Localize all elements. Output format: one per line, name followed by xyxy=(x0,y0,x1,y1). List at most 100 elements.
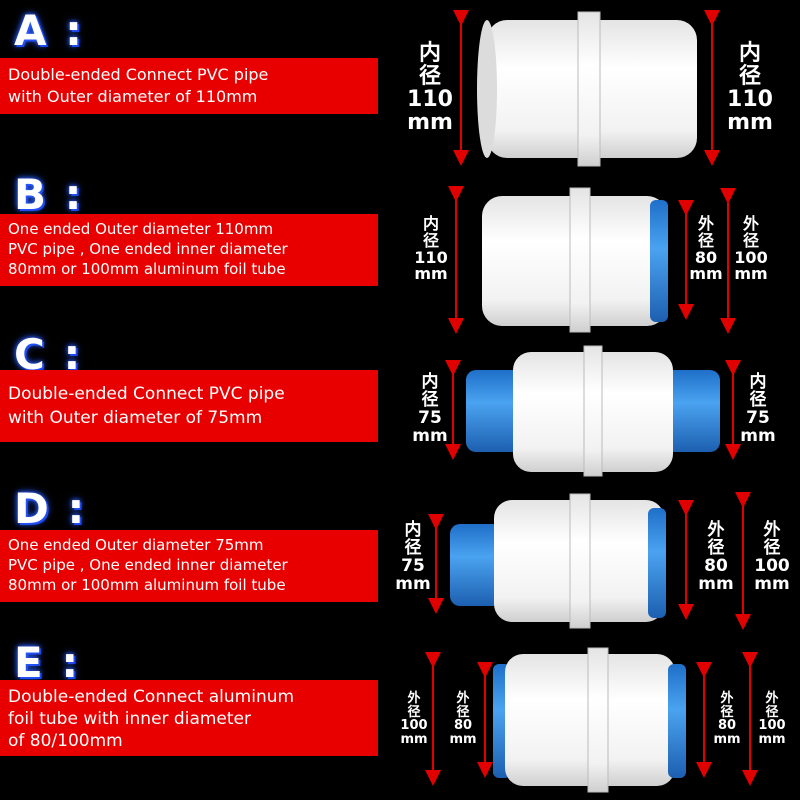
section-a-left-dimension: 内 径 110 mm xyxy=(404,42,456,134)
dim-value: 100 xyxy=(758,718,786,734)
dim-value: 110 xyxy=(727,87,773,113)
dim-char: 外 xyxy=(763,520,781,540)
section-b-line-1: One ended Outer diameter 110mm xyxy=(8,220,274,238)
dim-char: 径 xyxy=(763,537,781,558)
section-c-line-2: with Outer diameter of 75mm xyxy=(8,408,263,428)
dim-char: 径 xyxy=(697,230,714,250)
dim-char: 径 xyxy=(422,230,439,250)
dim-char: 内 xyxy=(404,520,422,540)
pipe-a xyxy=(477,11,697,167)
dim-char: 外 xyxy=(697,214,714,233)
arrows-a xyxy=(453,10,720,166)
dim-value: 100 xyxy=(754,555,790,576)
dim-unit: mm xyxy=(727,110,773,136)
dim-char: 外 xyxy=(742,214,759,233)
section-e-label: E : xyxy=(14,638,81,687)
dim-char: 径 xyxy=(407,704,421,720)
dim-char: 径 xyxy=(765,704,779,720)
dim-unit: mm xyxy=(400,731,428,747)
dim-char: 内 xyxy=(422,214,439,233)
section-d-left-dimension: 内 径 75 mm xyxy=(392,520,434,594)
dim-char: 外 xyxy=(407,691,421,706)
dim-char: 径 xyxy=(738,64,761,90)
arrows-c xyxy=(445,360,741,460)
dim-char: 径 xyxy=(421,389,439,410)
section-a-label: A : xyxy=(14,6,84,55)
section-c-line-1: Double-ended Connect PVC pipe xyxy=(8,384,285,404)
dim-unit: mm xyxy=(740,425,776,446)
dim-value: 110 xyxy=(407,87,453,113)
dim-unit: mm xyxy=(758,731,786,747)
section-b-label: B : xyxy=(14,170,84,219)
dim-unit: mm xyxy=(412,425,448,446)
section-e-banner: Double-ended Connect aluminum foil tube … xyxy=(0,680,378,756)
section-d-line-3: 80mm or 100mm aluminum foil tube xyxy=(8,576,286,594)
pipe-c xyxy=(466,345,720,477)
section-c-right-dimension: 内 径 75 mm xyxy=(736,372,780,446)
dim-unit: mm xyxy=(689,264,723,284)
section-e-line-3: of 80/100mm xyxy=(8,731,123,751)
dim-value: 110 xyxy=(414,247,448,267)
pipe-b xyxy=(482,187,668,333)
section-e-right-dimension-80: 外 径 80 mm xyxy=(710,692,744,747)
section-c-left-dimension: 内 径 75 mm xyxy=(410,373,450,446)
dim-value: 80 xyxy=(453,718,473,734)
section-d-line-2: PVC pipe , One ended inner diameter xyxy=(8,556,288,574)
dim-char: 径 xyxy=(404,537,422,558)
dim-unit: mm xyxy=(698,573,734,594)
dim-unit: mm xyxy=(449,731,477,747)
dim-unit: mm xyxy=(754,573,790,594)
dim-char: 外 xyxy=(456,691,470,706)
dim-unit: mm xyxy=(395,573,431,594)
dim-char: 内 xyxy=(749,372,767,392)
section-a-line-1: Double-ended Connect PVC pipe xyxy=(8,65,269,84)
section-b-right-dimension-100: 外 径 100 mm xyxy=(730,214,772,284)
dim-char: 径 xyxy=(749,389,767,410)
section-e-right-dimension-100: 外 径 100 mm xyxy=(754,692,790,747)
section-a-line-2: with Outer diameter of 110mm xyxy=(8,87,258,106)
dim-char: 径 xyxy=(456,704,470,720)
section-e-left-dimension-100: 外 径 100 mm xyxy=(396,692,432,747)
dim-value: 80 xyxy=(694,247,718,267)
section-d-right-dimension-80: 外 径 80 mm xyxy=(694,520,738,594)
section-b-banner: One ended Outer diameter 110mm PVC pipe … xyxy=(0,214,378,286)
dim-char: 径 xyxy=(707,537,725,558)
arrows-b xyxy=(448,186,736,334)
dim-value: 75 xyxy=(418,407,442,428)
section-b-left-dimension: 内 径 110 mm xyxy=(408,214,454,284)
dim-value: 80 xyxy=(704,555,728,576)
dim-char: 内 xyxy=(738,41,761,66)
section-a-right-dimension: 内 径 110 mm xyxy=(721,42,779,134)
dim-char: 径 xyxy=(720,704,734,720)
arrows-e xyxy=(425,652,758,786)
section-e-left-dimension-80: 外 径 80 mm xyxy=(446,692,480,747)
dim-unit: mm xyxy=(407,110,453,136)
section-e-line-1: Double-ended Connect aluminum xyxy=(8,687,295,707)
section-e-line-2: foil tube with inner diameter xyxy=(8,709,251,729)
dim-value: 75 xyxy=(401,555,425,576)
pipe-d xyxy=(450,493,666,629)
pipe-e xyxy=(493,647,686,793)
section-d-banner: One ended Outer diameter 75mm PVC pipe ,… xyxy=(0,530,378,602)
dim-value: 100 xyxy=(734,247,768,267)
dim-char: 径 xyxy=(418,64,441,90)
arrows-d xyxy=(428,492,751,630)
dim-unit: mm xyxy=(734,264,768,284)
dim-value: 100 xyxy=(400,718,428,734)
section-b-line-3: 80mm or 100mm aluminum foil tube xyxy=(8,260,286,278)
dim-char: 外 xyxy=(765,691,779,706)
dim-unit: mm xyxy=(414,264,448,284)
section-c-banner: Double-ended Connect PVC pipe with Outer… xyxy=(0,370,378,442)
dim-char: 外 xyxy=(707,520,725,540)
section-d-label: D : xyxy=(14,484,87,533)
dim-char: 内 xyxy=(418,41,441,66)
dim-char: 外 xyxy=(720,691,734,706)
section-b-right-dimension-80: 外 径 80 mm xyxy=(686,214,726,284)
section-a-banner: Double-ended Connect PVC pipe with Outer… xyxy=(0,58,378,114)
dim-value: 80 xyxy=(717,718,737,734)
section-d-line-1: One ended Outer diameter 75mm xyxy=(8,536,264,554)
section-d-right-dimension-100: 外 径 100 mm xyxy=(746,520,798,594)
dim-unit: mm xyxy=(713,731,741,747)
dim-value: 75 xyxy=(746,407,770,428)
